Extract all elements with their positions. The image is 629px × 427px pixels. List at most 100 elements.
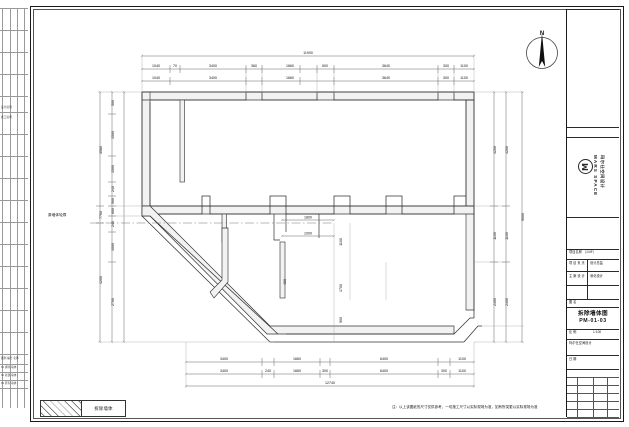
interior-partitions [179,99,286,299]
legend-hatch-swatch [41,401,82,416]
svg-text:3400: 3400 [209,76,217,80]
tb-designer-value: 深化设计 [590,274,603,278]
svg-text:1100: 1100 [458,357,466,361]
svg-text:300: 300 [441,369,447,373]
svg-text:1500: 1500 [111,165,115,173]
dimension-text-left: 500 1500 1500 240 500 600 240 1000 2700 … [99,100,115,306]
svg-text:2400: 2400 [493,298,497,306]
sheet-inner-border [33,9,621,419]
svg-text:3400: 3400 [220,369,228,373]
tb-company-value: 玛尔仕空间设计 [569,341,592,345]
svg-text:900: 900 [339,317,343,323]
svg-text:3400: 3400 [220,357,228,361]
tb-lead-value: 设计总监 [590,261,603,265]
svg-text:1000: 1000 [111,243,115,251]
angled-interior-stub [209,227,229,299]
tb-designer-label: 主 案 设 计 [569,274,585,278]
svg-text:2400: 2400 [505,298,509,306]
svg-text:1660: 1660 [286,64,294,68]
legend-demolished-wall: 拆除墙体 [40,400,126,417]
tb-scale-value: 1:100 [593,330,602,334]
floor-plan-drawing-area: 11900 1040 70 3400 360 1660 500 3640 300… [34,10,566,416]
dimension-text-right: 4200 1100 2400 4200 1100 2400 9000 [493,146,525,306]
svg-text:1100: 1100 [460,64,468,68]
dimension-text-interior: 1800 1000 1100 1700 900 400 [283,215,343,323]
centerline-label: 原墙体轮廓 [48,213,67,217]
svg-text:2700: 2700 [111,298,115,306]
angled-wall-lines [141,215,464,343]
svg-text:6400: 6400 [380,357,388,361]
svg-text:1500: 1500 [111,131,115,139]
svg-text:300: 300 [443,76,449,80]
svg-text:1040: 1040 [152,76,160,80]
svg-text:400: 400 [283,279,287,285]
svg-text:7700: 7700 [99,211,103,219]
legend-label: 拆除墙体 [94,405,113,411]
general-note: 注：以上该图纸的尺寸仅供参考，一切施工尺寸以实际现场为准，如有所突更以实际现场为… [392,405,538,409]
svg-text:4200: 4200 [99,276,103,284]
svg-text:12740: 12740 [325,381,335,385]
tb-project-row: 项目名称 （1/4F） [569,250,596,255]
drawing-title: 拆除墙体图 [578,311,608,317]
svg-text:1100: 1100 [460,76,468,80]
svg-text:1100: 1100 [339,238,343,246]
svg-text:240: 240 [111,221,115,227]
door-openings [273,214,320,241]
svg-text:6400: 6400 [380,369,388,373]
svg-text:1100: 1100 [493,232,497,240]
title-block-divider [566,9,567,417]
logo-mark-icon: M [578,159,593,174]
tb-project-label: 项目名称 [569,250,582,254]
svg-text:600: 600 [111,208,115,214]
svg-text:500: 500 [111,198,115,204]
dimension-lines [96,54,524,388]
dimension-text-bottom: 3400 1660 6400 1100 3400 240 1660 300 64… [220,357,466,385]
svg-text:1700: 1700 [339,284,343,292]
svg-text:300: 300 [322,369,328,373]
svg-text:1800: 1800 [304,215,312,219]
svg-text:9000: 9000 [521,213,525,221]
svg-text:3400: 3400 [209,64,217,68]
svg-text:N: N [540,31,544,37]
svg-text:70: 70 [173,64,177,68]
sheet-outer-border [30,6,624,422]
tb-date-label: 日 期 [569,357,577,361]
svg-text:240: 240 [265,369,271,373]
svg-text:3640: 3640 [382,76,390,80]
svg-text:1100: 1100 [458,369,466,373]
right-lower-angled-wall [453,310,482,343]
svg-text:240: 240 [111,186,115,192]
left-edge-clipped-table: 设计说明 施工说明 图例 编号 名称 01 拆除 墙体 02 新建 墙体 03 … [0,8,28,408]
angled-wall-lower [141,205,455,335]
floor-plan-svg: 11900 1040 70 3400 360 1660 500 3640 300… [90,51,525,388]
tb-lead-label: 项 目 负 责 [569,261,585,265]
svg-text:3580: 3580 [99,146,103,154]
svg-text:1000: 1000 [304,231,312,235]
tb-dwgname-label: 图 名 [569,300,577,304]
svg-text:3640: 3640 [382,64,390,68]
company-logo: M MARS SPACE 玛尔仕空间设计 [567,137,619,217]
wall-polyline [141,91,475,310]
title-block: 项目名称 （1/4F） M MARS SPACE 玛尔仕空间设计 项 目 负 责… [567,9,619,419]
svg-text:300: 300 [443,64,449,68]
north-arrow-icon: N [521,27,563,73]
svg-text:360: 360 [251,64,257,68]
tb-project-value: （1/4F） [582,250,596,254]
svg-text:1100: 1100 [505,232,509,240]
drawing-number: PM-01-03 [579,318,607,324]
logo-chinese-name: 玛尔仕空间设计 [600,155,605,189]
svg-text:500: 500 [322,64,328,68]
svg-text:1660: 1660 [293,357,301,361]
logo-english-name: MARS SPACE [593,155,598,197]
logo-mark-letter: M [580,162,590,171]
dimension-text-top: 11900 1040 70 3400 360 1660 500 3640 300… [152,51,468,80]
svg-text:11900: 11900 [303,51,313,55]
svg-text:4200: 4200 [505,146,509,154]
svg-text:1660: 1660 [293,369,301,373]
wall-outlines [141,91,475,311]
svg-text:4200: 4200 [493,146,497,154]
tb-scale-label: 比 例 [569,330,577,334]
svg-text:1040: 1040 [152,64,160,68]
revision-grid [567,377,619,419]
